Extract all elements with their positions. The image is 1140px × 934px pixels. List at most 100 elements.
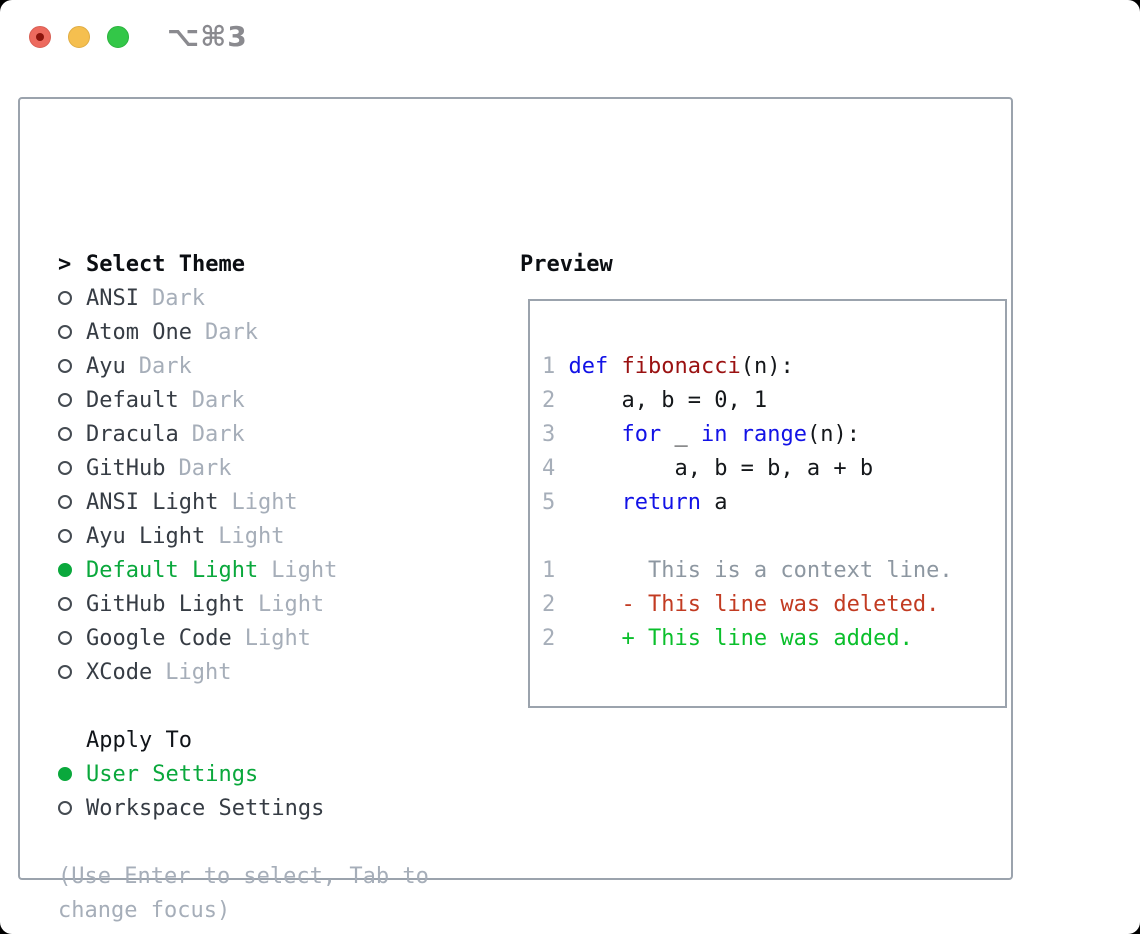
option-tag: Dark bbox=[138, 353, 192, 379]
code-line: 3 for _ in range(n): bbox=[542, 417, 953, 451]
option-label: Dracula bbox=[86, 421, 179, 447]
option-tag: Dark bbox=[191, 387, 245, 413]
zoom-button-icon[interactable] bbox=[107, 26, 129, 48]
option-label: Default Light bbox=[86, 557, 259, 583]
theme-option[interactable]: Default Dark bbox=[58, 383, 429, 417]
apply-to-option[interactable]: User Settings bbox=[58, 757, 429, 791]
radio-unselected-icon bbox=[58, 665, 86, 679]
code-line bbox=[542, 519, 953, 553]
option-tag: Dark bbox=[191, 421, 245, 447]
code-line: 2 a, b = 0, 1 bbox=[542, 383, 953, 417]
code-segment bbox=[569, 422, 622, 447]
code-segment: _ bbox=[661, 421, 701, 447]
option-label: XCode bbox=[86, 659, 153, 685]
theme-option[interactable]: GitHub Dark bbox=[58, 451, 429, 485]
line-number: 3 bbox=[542, 421, 569, 447]
code-segment: (n): bbox=[740, 353, 794, 379]
option-tag: Dark bbox=[178, 455, 232, 481]
option-tag: Light bbox=[231, 489, 298, 515]
code-segment: - This line was deleted. bbox=[568, 591, 940, 617]
option-tag: Light bbox=[257, 591, 325, 617]
option-tag: Light bbox=[271, 557, 338, 583]
theme-option[interactable]: Ayu Dark bbox=[58, 349, 429, 383]
option-tag: Dark bbox=[204, 319, 258, 345]
line-number bbox=[542, 524, 555, 549]
window-title: ⌥⌘3 bbox=[167, 20, 248, 53]
theme-option[interactable]: Atom One Dark bbox=[58, 315, 429, 349]
radio-unselected-icon bbox=[58, 359, 86, 373]
radio-unselected-icon bbox=[58, 461, 86, 475]
code-line: 2 - This line was deleted. bbox=[542, 587, 953, 621]
line-number: 2 bbox=[542, 591, 569, 617]
line-number: 2 bbox=[542, 387, 569, 413]
minimize-button-icon[interactable] bbox=[68, 26, 90, 48]
theme-option[interactable]: Google Code Light bbox=[58, 621, 429, 655]
preview-label: Preview bbox=[520, 251, 613, 277]
line-number: 1 bbox=[542, 353, 569, 379]
radio-unselected-icon bbox=[58, 529, 86, 543]
spacer-row bbox=[58, 689, 429, 723]
option-tag: Light bbox=[218, 523, 285, 549]
option-label: GitHub Light bbox=[86, 591, 245, 617]
line-number: 2 bbox=[542, 625, 569, 651]
radio-selected-icon bbox=[58, 767, 86, 781]
close-button-icon[interactable] bbox=[29, 26, 51, 48]
line-number: 1 bbox=[542, 557, 569, 583]
option-label: Default bbox=[86, 387, 179, 413]
radio-unselected-icon bbox=[58, 801, 86, 815]
code-segment: def bbox=[568, 353, 609, 379]
select-theme-label: Select Theme bbox=[86, 251, 245, 277]
code-segment: in bbox=[700, 421, 728, 447]
option-label: ANSI Light bbox=[86, 489, 219, 515]
code-segment: a bbox=[700, 489, 728, 515]
option-label: ANSI bbox=[86, 285, 139, 311]
code-segment: This is a context line. bbox=[568, 557, 953, 583]
theme-option[interactable]: ANSI Light Light bbox=[58, 485, 429, 519]
option-label: User Settings bbox=[86, 761, 259, 787]
option-tag: Light bbox=[165, 659, 232, 685]
line-number: 4 bbox=[542, 455, 569, 481]
option-label: Ayu bbox=[86, 353, 126, 379]
option-tag: Light bbox=[244, 625, 311, 651]
code-segment: fibonacci bbox=[621, 353, 741, 379]
theme-option[interactable]: GitHub Light Light bbox=[58, 587, 429, 621]
apply-to-header: Apply To bbox=[58, 723, 429, 757]
radio-unselected-icon bbox=[58, 291, 86, 305]
spacer-row bbox=[58, 825, 429, 859]
focus-caret-icon: > bbox=[58, 251, 72, 277]
option-label: Google Code bbox=[86, 625, 232, 651]
code-segment: + This line was added. bbox=[568, 625, 913, 651]
hint-line-1: (Use Enter to select, Tab to bbox=[58, 863, 429, 889]
theme-option[interactable]: Default Light Light bbox=[58, 553, 429, 587]
line-number: 5 bbox=[542, 489, 569, 515]
theme-option[interactable]: Dracula Dark bbox=[58, 417, 429, 451]
option-label: Atom One bbox=[86, 319, 192, 345]
code-segment: (n): bbox=[806, 421, 860, 447]
code-segment: return bbox=[621, 489, 701, 515]
option-label: Workspace Settings bbox=[86, 795, 325, 821]
select-theme-header: > Select Theme bbox=[58, 247, 429, 281]
option-label: GitHub bbox=[86, 455, 166, 481]
code-segment: a, b = 0, 1 bbox=[568, 387, 768, 413]
code-segment: for bbox=[621, 421, 662, 447]
apply-to-label: Apply To bbox=[86, 727, 192, 753]
radio-unselected-icon bbox=[58, 495, 86, 509]
radio-unselected-icon bbox=[58, 393, 86, 407]
theme-option[interactable]: XCode Light bbox=[58, 655, 429, 689]
radio-unselected-icon bbox=[58, 427, 86, 441]
radio-unselected-icon bbox=[58, 325, 86, 339]
apply-to-option[interactable]: Workspace Settings bbox=[58, 791, 429, 825]
code-segment bbox=[608, 354, 621, 379]
code-line: 2 + This line was added. bbox=[542, 621, 953, 655]
code-segment bbox=[727, 422, 740, 447]
preview-box bbox=[528, 299, 1007, 708]
radio-unselected-icon bbox=[58, 631, 86, 645]
